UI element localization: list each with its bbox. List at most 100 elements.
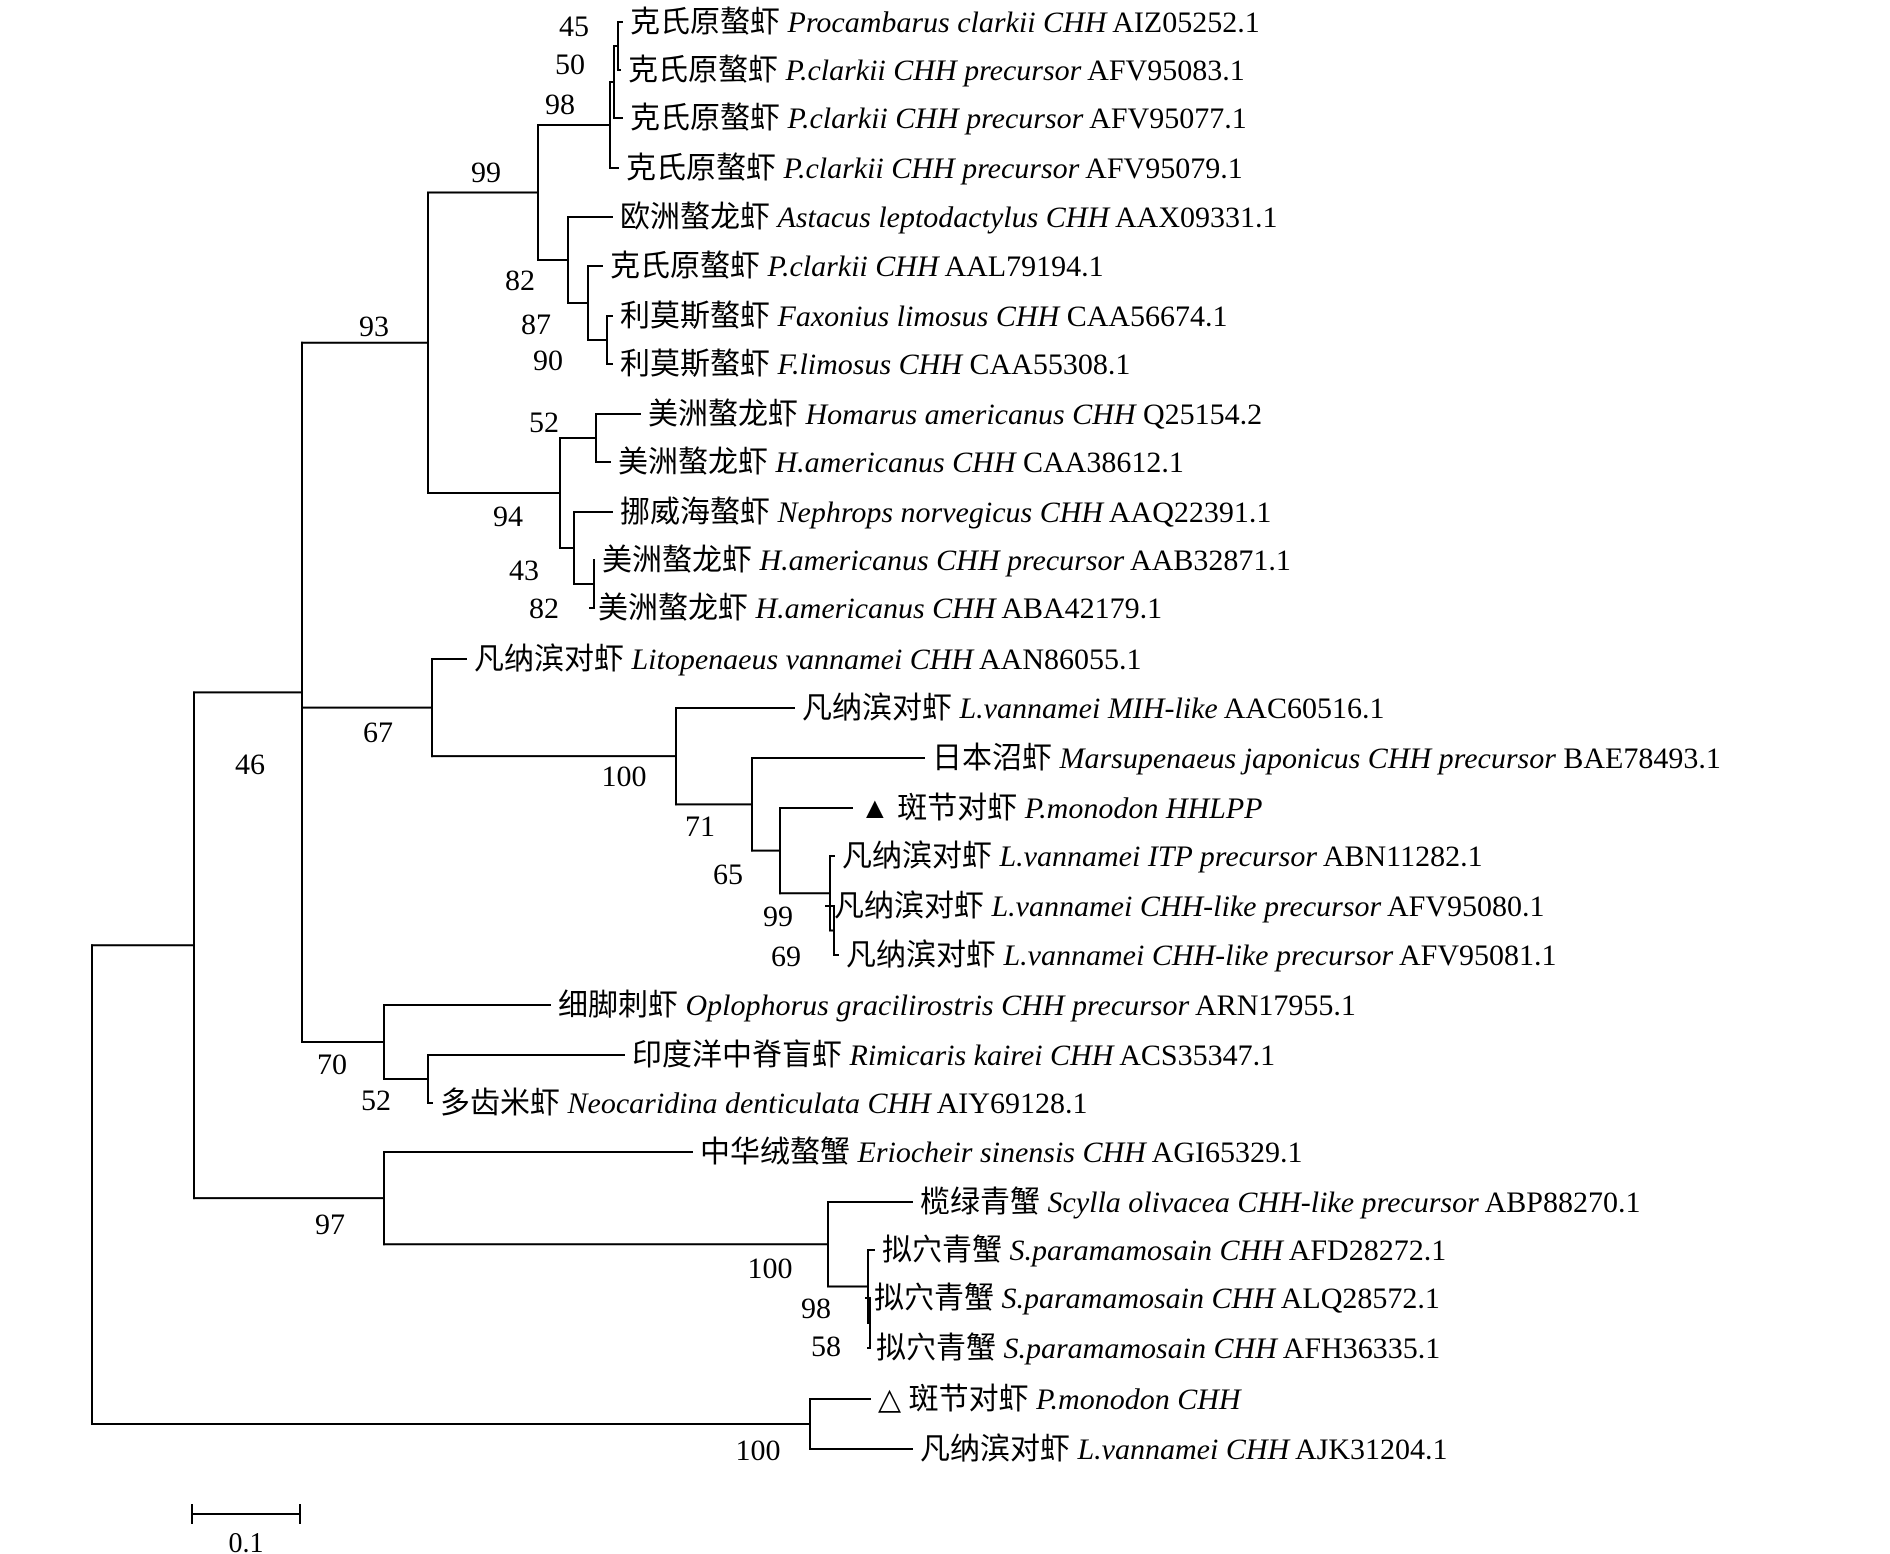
taxon-label: 拟穴青蟹 S.paramamosain CHH AFD28272.1 xyxy=(882,1234,1446,1267)
taxon-common-name: 美洲螯龙虾 xyxy=(598,592,756,625)
taxon-common-name: 拟穴青蟹 xyxy=(874,1282,1002,1315)
taxon-species: P.clarkii CHH precursor xyxy=(783,152,1080,185)
taxon-accession: AJK31204.1 xyxy=(1289,1433,1447,1466)
taxon-label: 美洲螯龙虾 H.americanus CHH precursor AAB3287… xyxy=(602,544,1291,577)
taxon-accession: BAE78493.1 xyxy=(1556,742,1721,775)
taxon-label: ▲ 斑节对虾 P.monodon HHLPP xyxy=(860,792,1263,825)
taxon-species: L.vannamei ITP precursor xyxy=(999,840,1318,873)
taxon-accession: AFV95083.1 xyxy=(1081,54,1244,87)
taxon-species: L.vannamei MIH-like xyxy=(959,692,1218,725)
taxon-species: L.vannamei CHH-like precursor xyxy=(1003,939,1394,972)
taxon-common-name: 美洲螯龙虾 xyxy=(618,446,776,479)
taxon-common-name: 中华绒螯蟹 xyxy=(700,1136,858,1169)
bootstrap-value: 94 xyxy=(493,500,523,533)
taxon-accession: Q25154.2 xyxy=(1136,398,1263,431)
taxon-accession: ACS35347.1 xyxy=(1113,1039,1275,1072)
taxon-species: S.paramamosain CHH xyxy=(1002,1282,1278,1315)
taxon-accession: AAC60516.1 xyxy=(1218,692,1385,725)
taxon-common-name: 凡纳滨对虾 xyxy=(842,840,1000,873)
bootstrap-value: 70 xyxy=(317,1048,347,1081)
taxon-common-name: 斑节对虾 xyxy=(909,1383,1037,1416)
taxon-marker: △ xyxy=(878,1383,909,1416)
taxon-species: F.limosus CHH xyxy=(777,348,965,381)
taxon-common-name: 欧洲螯龙虾 xyxy=(620,201,778,234)
taxon-species: L.vannamei CHH-like precursor xyxy=(991,890,1382,923)
scale-bar-label: 0.1 xyxy=(229,1528,264,1554)
bootstrap-values: 4550989087829952824394936999657110067527… xyxy=(235,10,841,1467)
taxon-accession: CAA55308.1 xyxy=(962,348,1130,381)
taxon-label: 克氏原螯虾 P.clarkii CHH precursor AFV95077.1 xyxy=(630,102,1247,135)
taxon-label: 拟穴青蟹 S.paramamosain CHH AFH36335.1 xyxy=(876,1332,1440,1365)
taxon-common-name: 利莫斯螯虾 xyxy=(620,300,778,333)
taxon-label: 克氏原螯虾 P.clarkii CHH precursor AFV95083.1 xyxy=(628,54,1245,87)
taxon-accession: AAN86055.1 xyxy=(973,643,1141,676)
taxon-label: 利莫斯螯虾 F.limosus CHH CAA55308.1 xyxy=(620,348,1130,381)
taxon-label: 榄绿青蟹 Scylla olivacea CHH-like precursor … xyxy=(920,1186,1640,1219)
taxon-species: H.americanus CHH precursor xyxy=(759,544,1125,577)
bootstrap-value: 90 xyxy=(533,344,563,377)
taxon-common-name: 凡纳滨对虾 xyxy=(834,890,992,923)
bootstrap-value: 65 xyxy=(713,858,743,891)
taxon-common-name: 拟穴青蟹 xyxy=(876,1332,1004,1365)
taxon-label: 凡纳滨对虾 L.vannamei CHH-like precursor AFV9… xyxy=(846,939,1557,972)
bootstrap-value: 52 xyxy=(361,1084,391,1117)
taxon-species: Eriocheir sinensis CHH xyxy=(857,1136,1149,1169)
taxon-common-name: 多齿米虾 xyxy=(440,1087,568,1120)
taxon-common-name: 克氏原螯虾 xyxy=(626,152,784,185)
taxon-accession: AIZ05252.1 xyxy=(1106,6,1259,39)
taxon-common-name: 美洲螯龙虾 xyxy=(602,544,760,577)
taxon-species: Homarus americanus CHH xyxy=(805,398,1138,431)
taxon-accession: AFV95079.1 xyxy=(1079,152,1242,185)
taxon-common-name: 克氏原螯虾 xyxy=(630,102,788,135)
taxon-label: 中华绒螯蟹 Eriocheir sinensis CHH AGI65329.1 xyxy=(700,1136,1303,1169)
taxon-accession: ABP88270.1 xyxy=(1479,1186,1641,1219)
taxon-labels: 克氏原螯虾 Procambarus clarkii CHH AIZ05252.1… xyxy=(440,6,1721,1466)
taxon-species: P.clarkii CHH precursor xyxy=(785,54,1082,87)
taxon-common-name: 凡纳滨对虾 xyxy=(802,692,960,725)
taxon-species: Oplophorus gracilirostris CHH precursor xyxy=(686,989,1190,1022)
bootstrap-value: 82 xyxy=(529,592,559,625)
taxon-label: 克氏原螯虾 P.clarkii CHH precursor AFV95079.1 xyxy=(626,152,1243,185)
bootstrap-value: 52 xyxy=(529,406,559,439)
taxon-species: S.paramamosain CHH xyxy=(1004,1332,1280,1365)
taxon-species: Marsupenaeus japonicus CHH precursor xyxy=(1059,742,1557,775)
taxon-common-name: 细脚刺虾 xyxy=(558,989,686,1022)
bootstrap-value: 100 xyxy=(748,1252,793,1285)
taxon-accession: CAA38612.1 xyxy=(1016,446,1184,479)
taxon-accession: AAQ22391.1 xyxy=(1103,496,1271,529)
bootstrap-value: 100 xyxy=(736,1434,781,1467)
bootstrap-value: 58 xyxy=(811,1330,841,1363)
bootstrap-value: 71 xyxy=(685,810,715,843)
taxon-label: 凡纳滨对虾 L.vannamei ITP precursor ABN11282.… xyxy=(842,840,1483,873)
taxon-accession: AAB32871.1 xyxy=(1124,544,1291,577)
taxon-label: 细脚刺虾 Oplophorus gracilirostris CHH precu… xyxy=(558,989,1356,1022)
taxon-species: S.paramamosain CHH xyxy=(1010,1234,1286,1267)
taxon-common-name: 克氏原螯虾 xyxy=(610,250,768,283)
taxon-common-name: 克氏原螯虾 xyxy=(630,6,788,39)
taxon-accession: AAL79194.1 xyxy=(939,250,1104,283)
taxon-label: 利莫斯螯虾 Faxonius limosus CHH CAA56674.1 xyxy=(620,300,1228,333)
taxon-common-name: 美洲螯龙虾 xyxy=(648,398,806,431)
taxon-label: 凡纳滨对虾 L.vannamei MIH-like AAC60516.1 xyxy=(802,692,1384,725)
taxon-label: △ 斑节对虾 P.monodon CHH xyxy=(878,1383,1243,1416)
taxon-label: 美洲螯龙虾 Homarus americanus CHH Q25154.2 xyxy=(648,398,1262,431)
taxon-accession: AFV95080.1 xyxy=(1381,890,1544,923)
taxon-common-name: 印度洋中脊盲虾 xyxy=(632,1039,850,1072)
bootstrap-value: 93 xyxy=(359,310,389,343)
taxon-accession: ARN17955.1 xyxy=(1189,989,1356,1022)
taxon-species: P.monodon CHH xyxy=(1035,1383,1243,1416)
taxon-species: Faxonius limosus CHH xyxy=(777,300,1062,333)
taxon-species: Scylla olivacea CHH-like precursor xyxy=(1048,1186,1480,1219)
bootstrap-value: 46 xyxy=(235,748,265,781)
bootstrap-value: 99 xyxy=(471,156,501,189)
bootstrap-value: 98 xyxy=(545,88,575,121)
bootstrap-value: 87 xyxy=(521,308,551,341)
taxon-accession: ABN11282.1 xyxy=(1317,840,1483,873)
taxon-species: P.monodon HHLPP xyxy=(1024,792,1263,825)
taxon-species: Neocaridina denticulata CHH xyxy=(567,1087,934,1120)
taxon-label: 多齿米虾 Neocaridina denticulata CHH AIY6912… xyxy=(440,1087,1087,1120)
taxon-marker: ▲ xyxy=(860,792,897,825)
taxon-species: P.clarkii CHH xyxy=(767,250,941,283)
taxon-common-name: 斑节对虾 xyxy=(897,792,1025,825)
